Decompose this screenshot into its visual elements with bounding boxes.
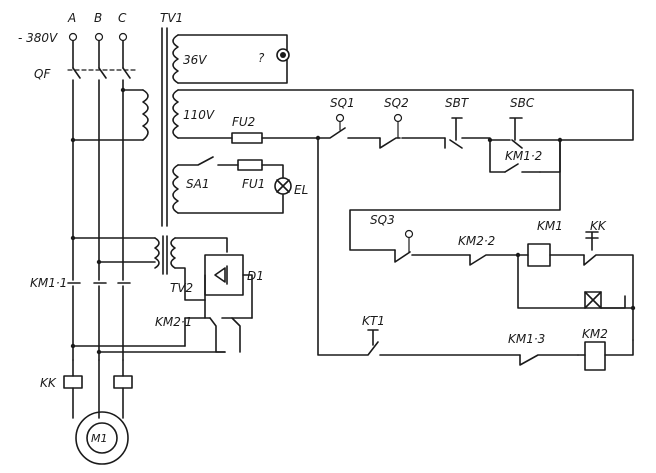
label-km1-3: KM1·3	[508, 332, 545, 346]
label-km1-2: KM1·2	[505, 149, 542, 163]
label-sa1: SA1	[186, 177, 209, 191]
label-phase-c: C	[118, 11, 127, 25]
label-el: EL	[294, 183, 308, 197]
label-sq1: SQ1	[330, 96, 355, 110]
label-qf: QF	[34, 67, 51, 81]
label-sbt: SBT	[445, 96, 470, 110]
label-km1: KM1	[537, 219, 563, 233]
control-rung-middle	[394, 229, 636, 341]
kk-thermal-heaters	[63, 359, 133, 419]
braking-circuit	[154, 235, 253, 353]
timer-kt1-coil	[584, 291, 602, 309]
label-phase-b: B	[94, 11, 102, 25]
label-motor: M1	[91, 432, 108, 445]
power-circuit	[63, 32, 226, 465]
label-kk-top: KK	[590, 219, 607, 233]
km1-1-contacts	[67, 282, 131, 361]
lamp-36v-icon	[276, 48, 290, 62]
label-sq3: SQ3	[370, 213, 395, 227]
label-km2-1: KM2·1	[155, 315, 192, 329]
label-fu2: FU2	[232, 115, 255, 129]
label-110v: 110V	[183, 108, 215, 122]
coil-km2	[584, 341, 606, 371]
label-km2: KM2	[582, 327, 608, 341]
label-fu1: FU1	[242, 177, 265, 191]
transformer-tv1	[142, 27, 634, 227]
label-phase-a: A	[67, 11, 76, 25]
label-d1: D1	[247, 269, 264, 283]
terminal-a	[68, 32, 78, 42]
label-tv2: TV2	[170, 281, 193, 295]
label-kt1: KT1	[362, 314, 385, 328]
label-tv1: TV1	[160, 11, 183, 25]
fuse-fu1	[237, 159, 263, 171]
label-sbc: SBC	[510, 96, 535, 110]
motor-m1	[75, 411, 129, 465]
coil-km1	[527, 243, 551, 267]
label-lamp-question: ?	[258, 51, 265, 65]
terminal-c	[118, 32, 128, 42]
control-rung-top	[315, 113, 563, 251]
control-rung-bottom	[317, 137, 634, 371]
label-36v: 36V	[183, 53, 207, 67]
terminal-b	[94, 32, 104, 42]
qf-breaker	[67, 67, 136, 281]
label-km2-2: KM2·2	[458, 234, 495, 248]
fuse-fu2	[231, 132, 263, 144]
label-sq2: SQ2	[384, 96, 409, 110]
label-km1-1: KM1·1	[30, 276, 67, 290]
lamp-el-icon	[274, 177, 292, 195]
label-voltage: - 380V	[18, 31, 58, 45]
bridge-d1	[204, 254, 244, 296]
labels: - 380V A B C TV1 36V ? 110V QF FU2 FU1 S…	[18, 11, 608, 445]
label-kk-left: KK	[40, 376, 57, 390]
